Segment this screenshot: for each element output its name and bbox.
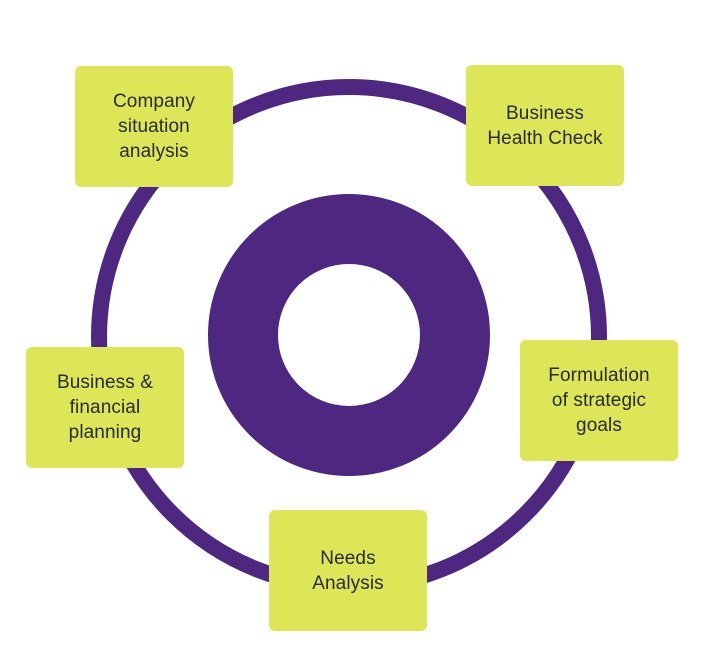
step-company-situation-analysis: Company situation analysis [75, 66, 233, 187]
step-label: Company situation analysis [112, 91, 196, 162]
step-business-health-check: Business Health Check [466, 65, 624, 186]
step-label: Needs Analysis [312, 547, 384, 594]
step-label: Formulation of strategic goals [548, 365, 650, 436]
step-formulation-of-strategic-goals: Formulation of strategic goals [520, 340, 678, 461]
step-business-financial-planning: Business & financial planning [26, 347, 184, 468]
center-donut [208, 194, 490, 476]
step-needs-analysis: Needs Analysis [269, 510, 427, 631]
step-label: Business Health Check [487, 102, 603, 149]
step-label: Business & financial planning [56, 372, 154, 443]
